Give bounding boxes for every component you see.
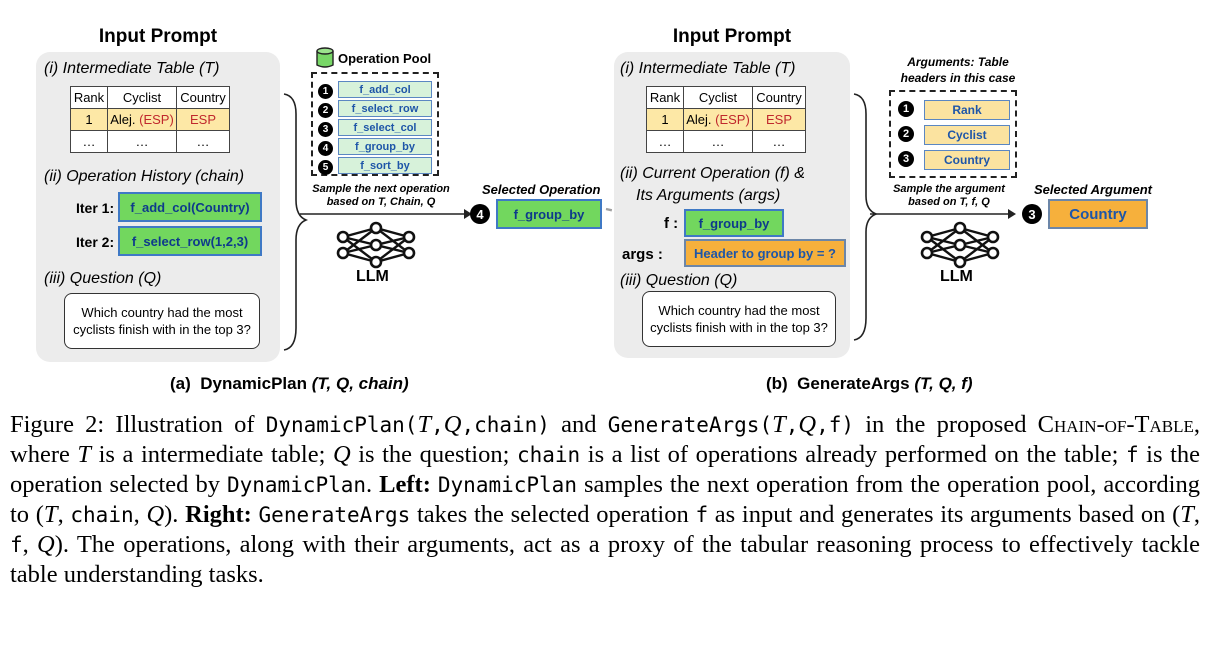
right-flow-arrow-icon (870, 209, 1016, 219)
subcaption-a-prefix: (a) (170, 374, 191, 393)
cyclist-country-tag: (ESP) (139, 112, 174, 127)
pool-number-badge: 4 (318, 141, 333, 156)
arguments-pool-title: Arguments: Table headers in this case (900, 55, 1016, 85)
operation-pool-box (311, 72, 439, 176)
pool-op-select-row: f_select_row (338, 100, 432, 117)
args-value-box: Header to group by = ? (684, 239, 846, 267)
subcaption-b-prefix: (b) (766, 374, 788, 393)
arg-rank: Rank (924, 100, 1010, 120)
subcaption-a-args: (T, Q, chain) (311, 374, 409, 393)
pool-number-badge: 1 (318, 84, 333, 99)
pool-op-select-col: f_select_col (338, 119, 432, 136)
pool-number-badge: 3 (318, 122, 333, 137)
subcaption-a-name: DynamicPlan (200, 374, 307, 393)
table-cell: … (107, 130, 177, 153)
table-cell: … (646, 130, 684, 153)
history-iter-label: Iter 2: (76, 234, 115, 250)
right-args-label: Its Arguments (args) (636, 187, 781, 204)
history-iter-label: Iter 1: (76, 200, 115, 216)
table-cell: … (752, 130, 806, 153)
table-cell: … (683, 130, 753, 153)
selected-argument-badge: 3 (1022, 204, 1042, 224)
left-brace-icon (283, 93, 308, 351)
llm-network-icon (920, 221, 1000, 269)
right-table-label: (i) Intermediate Table (T) (620, 60, 796, 77)
right-sample-text: Sample the argument based on T, f, Q (893, 183, 1005, 208)
table-header-cell: Cyclist (683, 86, 753, 109)
arg-country: Country (924, 150, 1010, 170)
table-header-cell: Country (176, 86, 230, 109)
pool-number-badge: 2 (318, 103, 333, 118)
pool-op-add-col: f_add_col (338, 81, 432, 98)
right-llm-label: LLM (940, 268, 973, 285)
database-icon (316, 47, 334, 68)
f-label: f : (664, 215, 679, 232)
table-cell: 1 (646, 108, 684, 131)
arg-cyclist: Cyclist (924, 125, 1010, 145)
cyclist-country-tag: (ESP) (715, 112, 750, 127)
table-header-cell: Country (752, 86, 806, 109)
arg-number-badge: 2 (898, 126, 914, 142)
arg-number-badge: 3 (898, 151, 914, 167)
selected-argument-box: Country (1048, 199, 1148, 229)
table-cell: ESP (752, 108, 806, 131)
selected-argument-label: Selected Argument (1034, 182, 1152, 197)
left-question-box: Which country had the most cyclists fini… (64, 293, 260, 349)
right-panel-title: Input Prompt (672, 26, 792, 47)
subcaption-b-name: GenerateArgs (797, 374, 910, 393)
table-header-cell: Cyclist (107, 86, 177, 109)
table-header-cell: Rank (70, 86, 108, 109)
table-header-cell: Rank (646, 86, 684, 109)
table-cell: 1 (70, 108, 108, 131)
left-table-label: (i) Intermediate Table (T) (44, 60, 220, 77)
selected-operation-badge: 4 (470, 204, 490, 224)
table-cell: ESP (176, 108, 230, 131)
table-cell: … (176, 130, 230, 153)
table-cell: Alej. (ESP) (107, 108, 177, 131)
right-question-box: Which country had the most cyclists fini… (642, 291, 836, 347)
arguments-pool-box (889, 90, 1017, 178)
history-op-1: f_add_col(Country) (118, 192, 262, 222)
left-flow-arrow-icon (300, 209, 472, 219)
subcaption-b-args: (T, Q, f) (914, 374, 973, 393)
arg-number-badge: 1 (898, 101, 914, 117)
right-intermediate-table: Rank Cyclist Country 1 Alej. (ESP) ESP …… (646, 86, 806, 153)
args-label: args : (622, 246, 663, 263)
table-cell: … (70, 130, 108, 153)
selected-operation-box: f_group_by (496, 199, 602, 229)
figure-caption: Figure 2: Illustration of DynamicPlan(T,… (10, 411, 1201, 588)
current-op-box: f_group_by (684, 209, 784, 237)
subcaption-a: (a) DynamicPlan (T, Q, chain) (170, 374, 409, 394)
left-panel-title: Input Prompt (98, 26, 218, 47)
table-cell: Alej. (ESP) (683, 108, 753, 131)
right-current-op-label: (ii) Current Operation (f) & (620, 165, 805, 182)
pool-op-group-by: f_group_by (338, 138, 432, 155)
selected-operation-label: Selected Operation (482, 182, 601, 197)
left-sample-text: Sample the next operation based on T, Ch… (312, 183, 450, 208)
left-llm-label: LLM (356, 268, 389, 285)
pool-number-badge: 5 (318, 160, 333, 175)
history-op-2: f_select_row(1,2,3) (118, 226, 262, 256)
llm-network-icon (336, 221, 416, 269)
subcaption-b: (b) GenerateArgs (T, Q, f) (766, 374, 973, 394)
operation-pool-title: Operation Pool (338, 51, 432, 66)
left-history-label: (ii) Operation History (chain) (44, 168, 245, 185)
left-intermediate-table: Rank Cyclist Country 1 Alej. (ESP) ESP …… (70, 86, 230, 153)
right-question-label: (iii) Question (Q) (620, 272, 738, 289)
left-question-label: (iii) Question (Q) (44, 270, 162, 287)
pool-op-sort-by: f_sort_by (338, 157, 432, 174)
